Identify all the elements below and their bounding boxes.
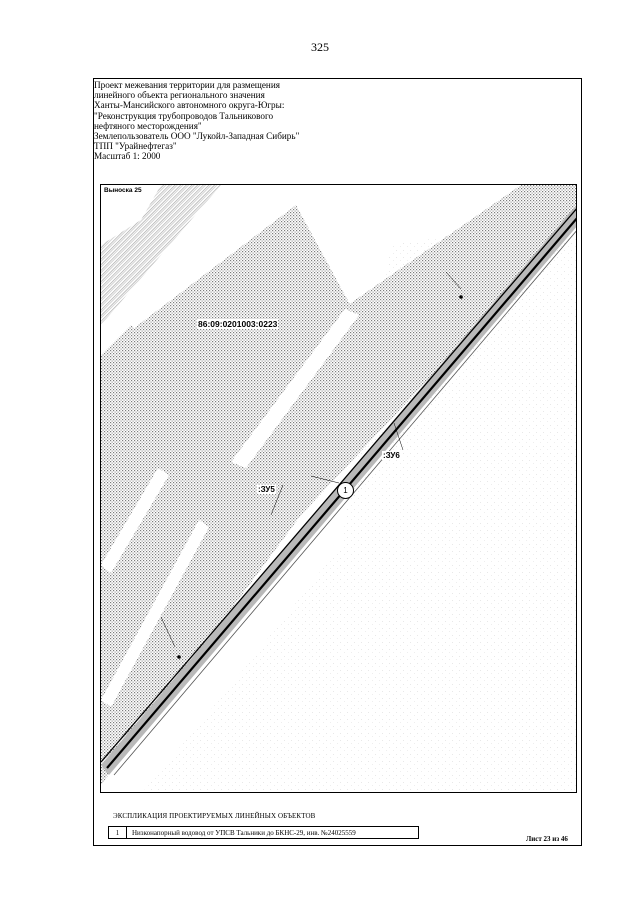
outer-strip — [101, 185, 221, 325]
drawing-sheet — [93, 78, 582, 846]
enterprise-line: ТПП "Урайнефтегаз" — [94, 141, 177, 152]
scale-line: Масштаб 1: 2000 — [94, 151, 161, 162]
road-gap — [333, 195, 379, 247]
zone-label-zu5: :ЗУ5 — [257, 485, 276, 494]
road-gap — [231, 309, 359, 468]
object-callout-circle: 1 — [337, 482, 354, 499]
legend-title: ЭКСПЛИКАЦИЯ ПРОЕКТИРУЕМЫХ ЛИНЕЙНЫХ ОБЪЕК… — [113, 812, 316, 820]
title-line: "Реконструкция трубопроводов Тальниковог… — [94, 110, 274, 121]
inset-title: Выноска 25 — [104, 187, 142, 194]
cadastral-number-label: 86:09:0201003:0223 — [197, 319, 279, 329]
map-frame — [100, 184, 577, 793]
pipeline-node — [177, 655, 181, 659]
ground-dots — [142, 215, 576, 792]
legend-table: 1 Низконапорный водовод от УПСВ Тальники… — [108, 826, 419, 839]
page-number: 325 — [311, 40, 329, 54]
pipeline-line — [113, 230, 576, 776]
drawing-title-block: Проект межевания территории для размещен… — [94, 80, 394, 162]
title-line: Проект межевания территории для размещен… — [94, 80, 280, 90]
title-line: линейного объекта регионального значения — [94, 90, 265, 101]
land-user-line: Землепользователь ООО "Лукойл-Западная С… — [94, 131, 300, 142]
title-line: нефтяного месторождения" — [94, 120, 202, 131]
zone-leader — [270, 484, 284, 516]
map-canvas — [101, 185, 576, 792]
sheet-number-label: Лист 23 из 46 — [526, 835, 568, 843]
zone-leader — [393, 422, 404, 451]
road-gap — [401, 185, 439, 225]
callout-leader — [310, 475, 340, 484]
hatched-corridor — [101, 185, 576, 785]
legend-row-text: Низконапорный водовод от УПСВ Тальники д… — [132, 829, 356, 837]
zone-label-zu6: :ЗУ6 — [382, 451, 401, 460]
road-gap — [101, 520, 209, 707]
road-gap — [101, 468, 169, 573]
leader-small — [445, 271, 462, 290]
title-line: Ханты-Мансийского автономного округа-Югр… — [94, 100, 285, 111]
leader-small — [160, 616, 176, 648]
legend-row-number: 1 — [109, 827, 127, 838]
pipeline-node — [459, 295, 463, 299]
